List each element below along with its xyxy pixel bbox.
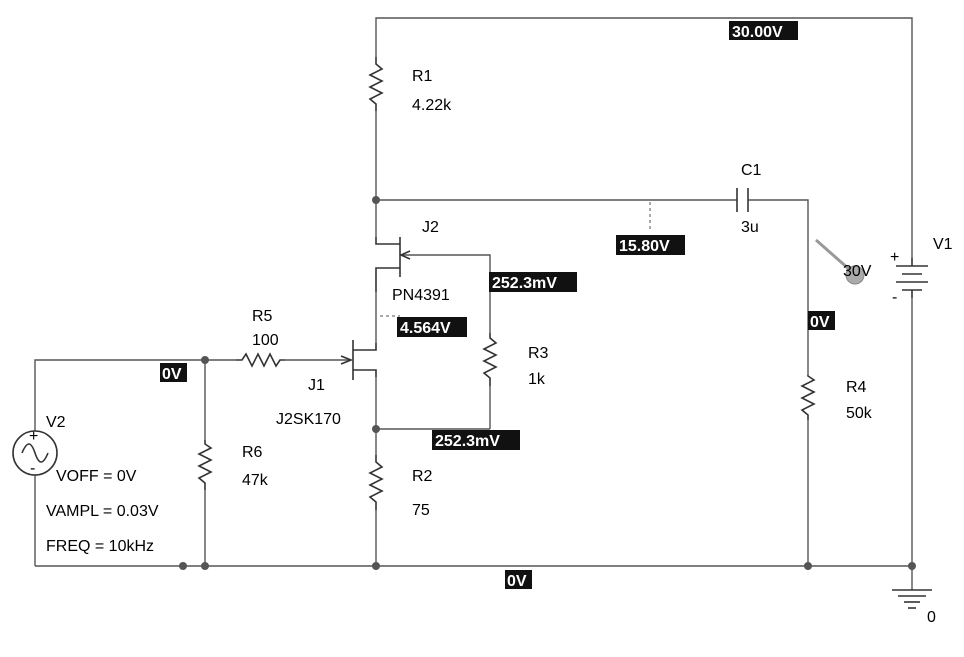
r2-resistor xyxy=(368,455,384,510)
v2-name-label: V2 xyxy=(46,414,66,431)
r4-resistor xyxy=(800,375,816,420)
voltage-marker-j2-source: 252.3mV xyxy=(489,272,577,292)
voltage-marker-j1-source-text: 252.3mV xyxy=(435,433,500,450)
v2-top-wire xyxy=(34,359,236,431)
v2-sine-source: + - xyxy=(12,428,58,477)
j2-model-label: PN4391 xyxy=(392,287,450,304)
r3-name-label: R3 xyxy=(528,345,549,362)
r1-name-label: R1 xyxy=(412,68,433,85)
r6-resistor xyxy=(197,440,213,490)
v2-freq-label: FREQ = 10kHz xyxy=(46,538,154,555)
supply-rail-wire xyxy=(375,17,913,258)
voltage-marker-j1-drain-text: 4.564V xyxy=(400,320,451,337)
v1-name-label: V1 xyxy=(933,236,953,253)
voltage-marker-j1-drain: 4.564V xyxy=(397,317,467,337)
r6-value-label: 47k xyxy=(242,472,269,489)
j1-jfet xyxy=(340,340,377,380)
j1-name-label: J1 xyxy=(308,377,325,394)
r3-resistor xyxy=(482,333,498,386)
j2-source-wire xyxy=(400,254,491,333)
probe-icon xyxy=(815,238,865,285)
r4-value-label: 50k xyxy=(846,405,873,422)
j2-jfet xyxy=(375,237,411,292)
voltage-marker-drain-text: 15.80V xyxy=(619,238,670,255)
v2-plus-sign: + xyxy=(29,428,38,445)
junction-dots xyxy=(179,196,916,570)
r5-value-label: 100 xyxy=(252,332,279,349)
voltage-marker-j1-source: 252.3mV xyxy=(432,430,520,450)
v1-plus-sign: + xyxy=(890,249,899,266)
voltage-marker-input-text: 0V xyxy=(162,366,182,383)
r6-name-label: R6 xyxy=(242,444,263,461)
v1-value-label: 30V xyxy=(843,263,872,280)
r2-value-label: 75 xyxy=(412,502,430,519)
j1-model-label: J2SK170 xyxy=(276,411,341,428)
voltage-marker-supply-text: 30.00V xyxy=(732,24,783,41)
j2-gate-arrow xyxy=(399,250,411,260)
voltage-marker-j2-source-text: 252.3mV xyxy=(492,275,557,292)
r2-name-label: R2 xyxy=(412,468,433,485)
voltage-marker-ground-text: 0V xyxy=(507,573,527,590)
j1-gate-arrow xyxy=(340,355,354,365)
j2-name-label: J2 xyxy=(422,219,439,236)
ground-name-label: 0 xyxy=(927,609,936,626)
r3-value-label: 1k xyxy=(528,371,546,388)
ground-symbol xyxy=(892,589,932,609)
voltage-marker-ground: 0V xyxy=(505,570,532,590)
wires xyxy=(34,17,913,590)
c1-value-label: 3u xyxy=(741,219,759,236)
v2-minus-sign: - xyxy=(30,460,35,477)
voltage-marker-supply: 30.00V xyxy=(729,21,798,41)
voltage-marker-drain: 15.80V xyxy=(616,235,685,255)
r1-value-label: 4.22k xyxy=(412,97,452,114)
r5-resistor xyxy=(236,352,285,368)
r1-resistor xyxy=(368,57,384,111)
v1-minus-sign: - xyxy=(892,289,897,306)
v2-voff-label: VOFF = 0V xyxy=(56,468,137,485)
voltage-marker-output: 0V xyxy=(808,311,835,331)
voltage-marker-input: 0V xyxy=(160,363,187,383)
r4-name-label: R4 xyxy=(846,379,867,396)
r5-name-label: R5 xyxy=(252,308,273,325)
c1-capacitor xyxy=(736,188,749,212)
v1-battery: + - xyxy=(890,249,928,306)
c1-name-label: C1 xyxy=(741,162,762,179)
voltage-marker-output-text: 0V xyxy=(810,314,830,331)
v2-vampl-label: VAMPL = 0.03V xyxy=(46,503,159,520)
